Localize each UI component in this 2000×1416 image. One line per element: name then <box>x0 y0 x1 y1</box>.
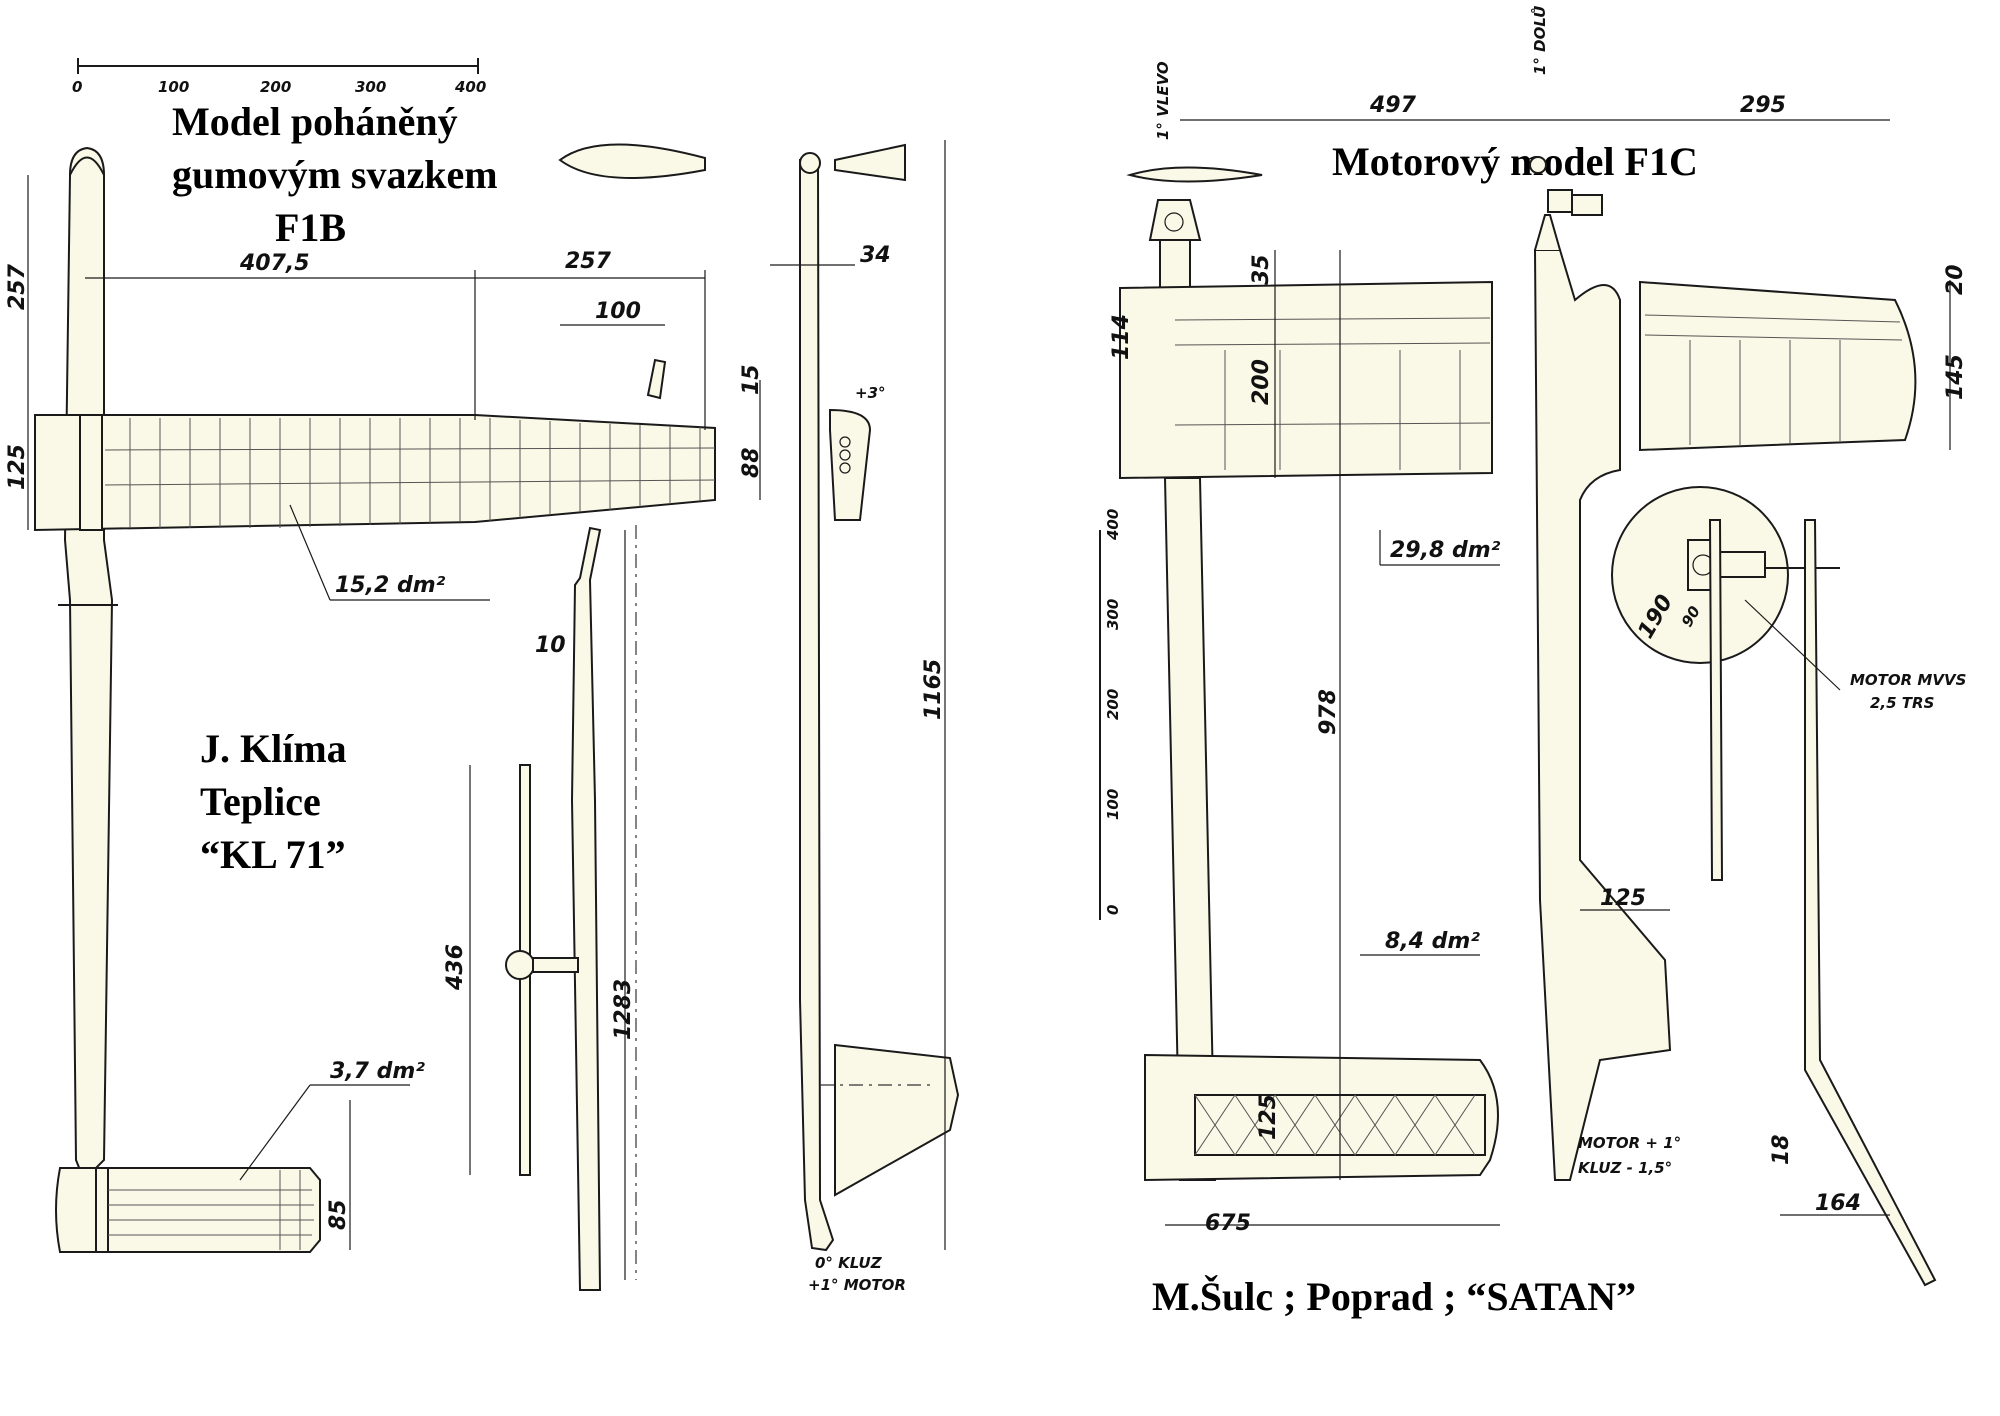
right-prop-front <box>1126 166 1263 183</box>
left-dim-257-side: 257 <box>5 263 30 310</box>
left-title-line-3: F1B <box>275 205 346 250</box>
left-scale-tick-100: 100 <box>158 78 189 96</box>
right-motor-angle: MOTOR + 1° <box>1578 1134 1681 1152</box>
left-wing-front-view <box>570 526 602 1291</box>
right-dim-dolu: 1° DOLŮ <box>1530 6 1549 75</box>
right-dim-vlevo: 1° VLEVO <box>1154 61 1172 140</box>
right-motor-name-1: MOTOR MVVS <box>1850 671 1966 689</box>
left-kluz-note: 0° KLUZ <box>815 1254 883 1272</box>
left-scale-tick-0: 0 <box>72 78 82 96</box>
right-scale-tick-100: 100 <box>1104 789 1122 820</box>
left-dim-34: 34 <box>860 243 891 268</box>
right-author: M.Šulc ; Poprad ; “SATAN” <box>1152 1274 1636 1319</box>
right-scale-tick-0: 0 <box>1104 905 1122 915</box>
right-fuselage-side <box>1533 249 1672 1181</box>
right-stab-area: 8,4 dm² <box>1385 929 1480 954</box>
left-fuselage-side <box>799 159 835 1252</box>
left-stab-area: 3,7 dm² <box>330 1059 425 1084</box>
right-dim-164: 164 <box>1815 1191 1861 1216</box>
right-scale-tick-400: 400 <box>1104 509 1122 541</box>
left-dim-3deg: +3° <box>855 384 886 402</box>
right-dim-200: 200 <box>1249 359 1274 405</box>
right-outer-wing <box>1639 280 1917 452</box>
right-dim-114: 114 <box>1109 314 1134 360</box>
right-dim-145: 145 <box>1943 354 1968 400</box>
right-fuselage-top <box>1163 477 1217 1181</box>
left-fin <box>834 1043 960 1197</box>
right-dim-35: 35 <box>1249 254 1274 285</box>
right-dim-497: 497 <box>1369 93 1417 118</box>
left-wing-area: 15,2 dm² <box>335 573 446 598</box>
left-motor-note: +1° MOTOR <box>808 1276 906 1294</box>
right-dim-20: 20 <box>1943 264 1968 295</box>
right-dim-978: 978 <box>1316 689 1341 735</box>
left-dim-88: 88 <box>739 447 764 478</box>
left-dim-1283: 1283 <box>611 979 636 1040</box>
left-dim-125: 125 <box>5 444 30 490</box>
right-wing-area: 29,8 dm² <box>1390 538 1501 563</box>
left-author-line-2: Teplice <box>200 779 321 824</box>
right-scale-bar: 400 300 200 100 0 <box>1099 509 1122 920</box>
right-dim-675: 675 <box>1205 1211 1251 1236</box>
left-dim-100: 100 <box>595 299 641 324</box>
left-dim-1165: 1165 <box>921 659 946 720</box>
right-scale-tick-200: 200 <box>1104 689 1122 720</box>
left-title-line-1: Model poháněný <box>172 99 458 144</box>
left-fuselage-top <box>63 146 114 1182</box>
left-wing-tip-front <box>646 358 667 400</box>
right-landing-gear <box>1804 519 1937 1287</box>
right-title: Motorový model F1C <box>1332 139 1698 184</box>
left-dim-10: 10 <box>535 633 566 658</box>
right-motor-name-2: 2,5 TRS <box>1870 694 1934 712</box>
right-dim-125-stab: 125 <box>1256 1094 1281 1140</box>
left-title-line-2: gumovým svazkem <box>172 152 498 197</box>
left-scale-tick-400: 400 <box>454 78 486 96</box>
left-dim-257-top: 257 <box>565 249 612 274</box>
left-pylon <box>829 408 872 521</box>
right-scale-tick-300: 300 <box>1104 599 1122 630</box>
left-scale-bar: 0 100 200 300 400 <box>72 58 486 96</box>
left-dim-15: 15 <box>739 364 764 395</box>
left-scale-tick-200: 200 <box>260 78 291 96</box>
left-dim-436: 436 <box>443 944 468 991</box>
left-scale-tick-300: 300 <box>355 78 386 96</box>
left-nose-cone <box>69 156 105 176</box>
left-dim-407-5: 407,5 <box>239 251 310 276</box>
left-dim-85: 85 <box>326 1199 351 1230</box>
left-stabilizer <box>55 1167 321 1253</box>
right-dim-18: 18 <box>1769 1134 1794 1165</box>
right-dim-125: 125 <box>1600 886 1646 911</box>
right-dim-295: 295 <box>1740 93 1786 118</box>
left-propeller <box>558 143 706 179</box>
left-author-line-1: J. Klíma <box>200 726 347 771</box>
left-author-line-3: “KL 71” <box>200 832 346 877</box>
left-main-wing <box>34 414 716 532</box>
right-main-wing <box>1119 280 1493 480</box>
right-kluz-angle: KLUZ - 1,5° <box>1578 1159 1672 1177</box>
